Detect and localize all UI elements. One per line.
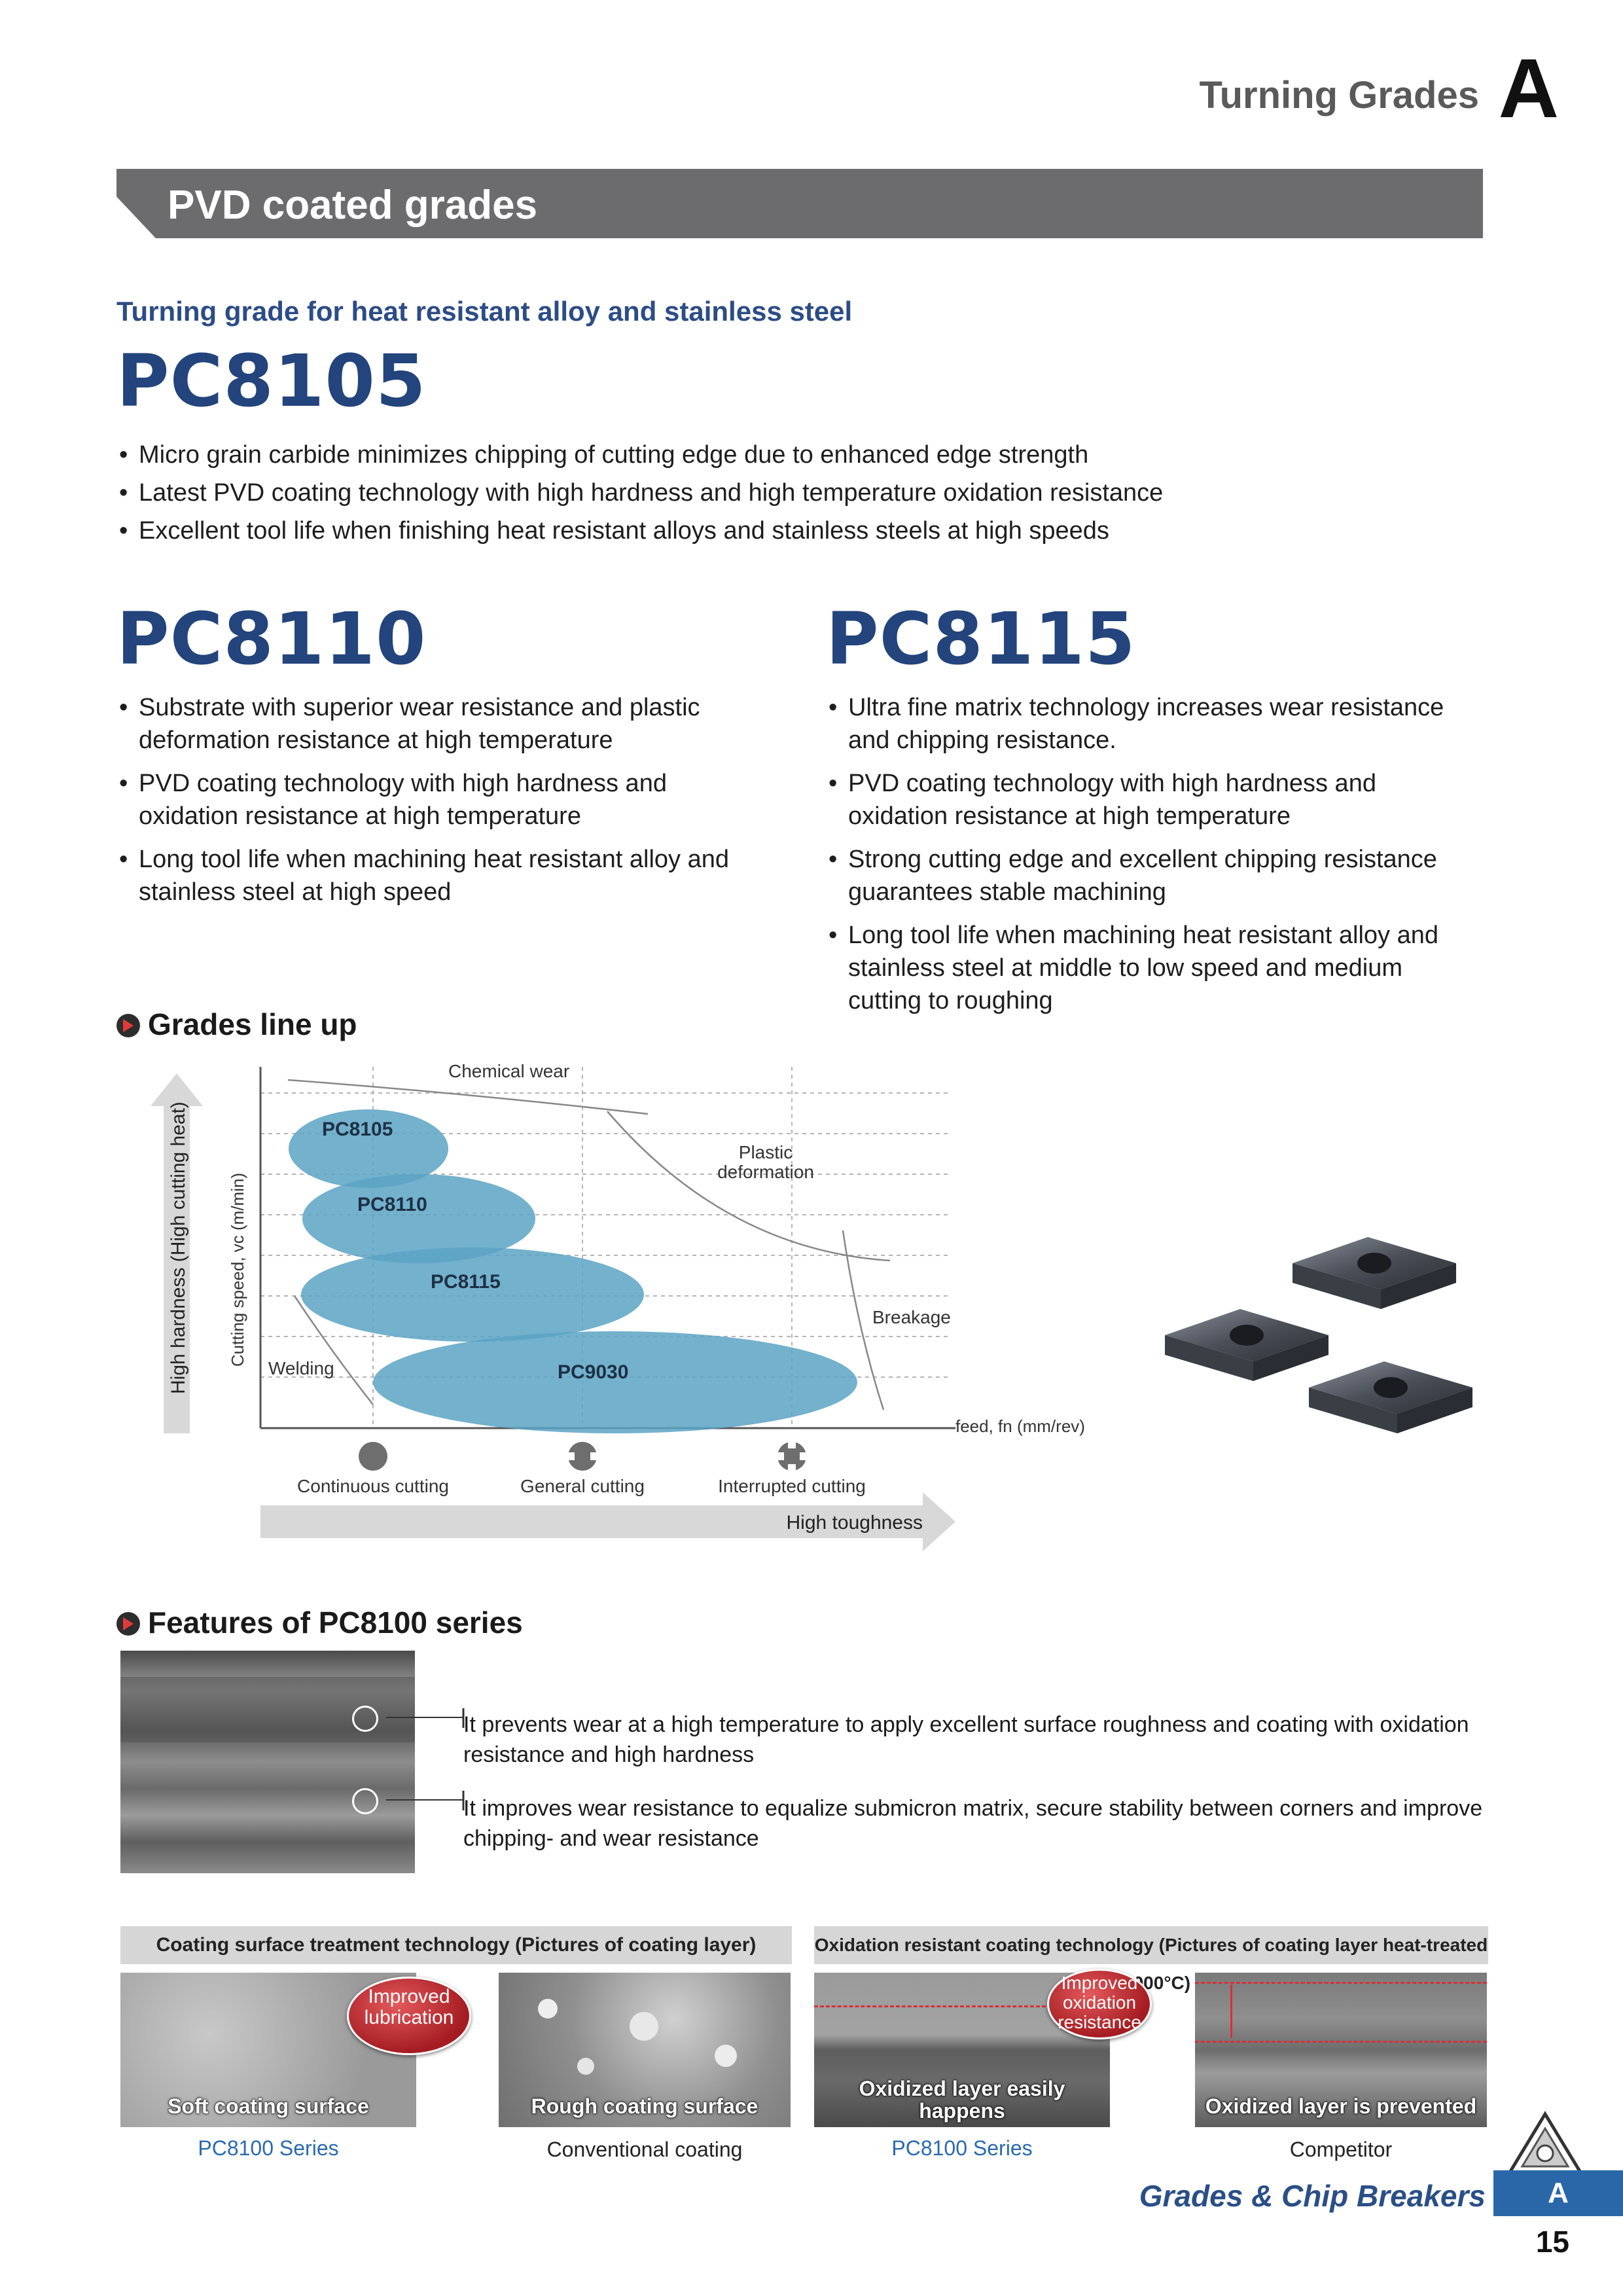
insert-icon [1309, 1361, 1472, 1433]
list-item: Micro grain carbide minimizes chipping o… [116, 439, 1425, 471]
feature-leader-lines [386, 1708, 465, 1810]
oxidation-prevented-label: Oxidized layer is prevented [1205, 2094, 1477, 2118]
footer-section-letter: A [1493, 2170, 1623, 2216]
general-cutting-icon [567, 1442, 598, 1471]
list-item: Ultra fine matrix technology increases w… [826, 691, 1480, 757]
breakage-label: Breakage [872, 1307, 951, 1327]
list-item: Latest PVD coating technology with high … [116, 476, 1425, 509]
oxidized-layer-photo: Oxidized layer easily happens [814, 1973, 1110, 2127]
grade-pc8105-heading: PC8105 [116, 339, 427, 423]
x-axis-label: feed, fn (mm/rev) [955, 1416, 1085, 1436]
list-item: PVD coating technology with high hardnes… [826, 767, 1480, 833]
list-item: Long tool life when machining heat resis… [826, 919, 1480, 1017]
turning-insert-illustration [1165, 1237, 1472, 1433]
hardness-arrow [151, 1073, 203, 1433]
pc8110-zone [302, 1174, 535, 1263]
improved-lubrication-badge: Improved lubrication [347, 1977, 471, 2055]
grade-label-pc8105: PC8105 [322, 1119, 393, 1140]
grades-lineup-heading: Grades line up [116, 1007, 357, 1042]
improved-oxidation-badge: Improved oxidation resistance [1047, 1969, 1152, 2039]
marker-circle [352, 1788, 378, 1814]
plastic-deformation-curve [607, 1111, 891, 1262]
pc8100-series-caption-2: PC8100 Series [891, 2136, 1033, 2160]
oxidation-prevented-photo: Oxidized layer is prevented [1195, 1973, 1487, 2127]
list-item: Strong cutting edge and excellent chippi… [826, 843, 1480, 908]
feature-point-2: It improves wear resistance to equalize … [463, 1796, 1483, 1851]
page-number: 15 [1535, 2225, 1569, 2259]
continuous-cutting-label: Continuous cutting [297, 1476, 449, 1496]
competitor-caption: Competitor [1289, 2138, 1393, 2161]
list-item: Substrate with superior wear resistance … [116, 691, 745, 757]
soft-coating-label: Soft coating surface [168, 2094, 369, 2118]
toughness-arrow [260, 1492, 955, 1551]
rough-coating-label: Rough coating surface [531, 2094, 758, 2118]
pc8100-series-caption: PC8100 Series [198, 2136, 339, 2160]
section-title: PVD coated grades [168, 183, 538, 228]
insert-icon [1293, 1237, 1456, 1309]
rough-coating-photo: Rough coating surface [499, 1973, 791, 2127]
coating-cross-section-photo [120, 1651, 415, 1873]
continuous-cutting-icon [359, 1442, 387, 1471]
arrow-right-circle-icon [116, 1014, 140, 1037]
grades-lineup-title: Grades line up [148, 1007, 357, 1041]
insert-icon [1165, 1309, 1329, 1381]
section-letter: A [1498, 42, 1559, 135]
grade-pc8115-heading: PC8115 [826, 597, 1136, 681]
section-header-title: Turning Grades [1199, 74, 1479, 117]
grade-pc8110-heading: PC8110 [116, 597, 427, 681]
features-heading: Features of PC8100 series [116, 1605, 523, 1640]
list-item: PVD coating technology with high hardnes… [116, 767, 745, 833]
y-axis-inner-label: Cutting speed, vc (m/min) [228, 1173, 247, 1367]
chemical-wear-label: Chemical wear [448, 1061, 569, 1081]
pc8110-bullets: Substrate with superior wear resistance … [116, 691, 745, 919]
list-item: Long tool life when machining heat resis… [116, 843, 745, 908]
grade-label-pc9030: PC9030 [558, 1361, 628, 1383]
section-title-bar: PVD coated grades [116, 169, 1483, 238]
triangle-insert-logo-icon [1505, 2111, 1586, 2178]
coating-surface-tech-title: Coating surface treatment technology (Pi… [120, 1926, 792, 1964]
oxidation-tech-title: Oxidation resistant coating technology (… [814, 1926, 1488, 1993]
plastic-label-line2: deformation [717, 1162, 814, 1182]
welding-label: Welding [268, 1358, 334, 1378]
general-cutting-label: General cutting [520, 1476, 645, 1496]
chemical-wear-curve [287, 1079, 649, 1115]
feature-point-1: It prevents wear at a high temperature t… [463, 1712, 1469, 1767]
footer-title: Grades & Chip Breakers [1139, 2179, 1486, 2213]
pc8115-bullets: Ultra fine matrix technology increases w… [826, 691, 1480, 1028]
page-subtitle: Turning grade for heat resistant alloy a… [116, 296, 853, 327]
x-axis-outer-label: High toughness [787, 1512, 923, 1534]
interrupted-cutting-icon [776, 1441, 808, 1472]
features-title: Features of PC8100 series [148, 1605, 523, 1640]
grade-label-pc8115: PC8115 [431, 1271, 501, 1293]
conventional-coating-caption: Conventional coating [546, 2138, 743, 2161]
grades-lineup-chart: High hardness (High cutting heat) Cuttin… [151, 1061, 1085, 1551]
pc8105-zone [289, 1109, 448, 1188]
pc8105-bullets: Micro grain carbide minimizes chipping o… [116, 439, 1425, 552]
welding-curve [293, 1295, 374, 1405]
grade-label-pc8110: PC8110 [357, 1194, 427, 1215]
y-axis-outer-label: High hardness (High cutting heat) [168, 1102, 189, 1394]
oxidized-layer-label: Oxidized layer easily happens [859, 2077, 1065, 2123]
marker-circle [352, 1706, 378, 1732]
list-item: Excellent tool life when finishing heat … [116, 514, 1425, 547]
pc9030-zone [373, 1331, 857, 1433]
interrupted-cutting-label: Interrupted cutting [718, 1476, 866, 1496]
plastic-label-line1: Plastic [739, 1142, 793, 1162]
arrow-right-circle-icon [116, 1612, 140, 1636]
pc8115-zone [301, 1247, 644, 1342]
thickness-arrow-icon [1230, 1984, 1232, 2038]
breakage-curve [842, 1230, 885, 1410]
